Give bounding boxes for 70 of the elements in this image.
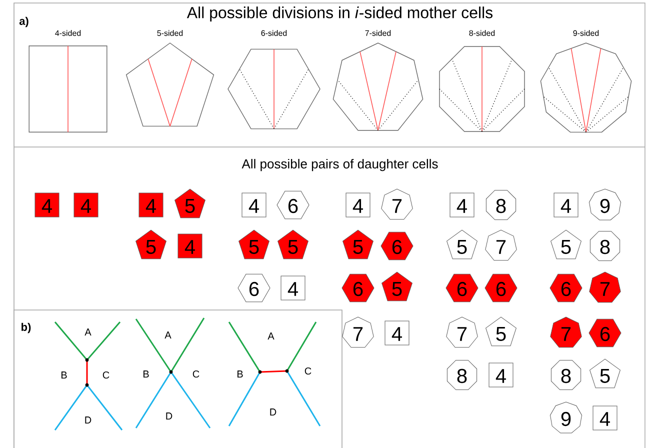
daughter-cell: 5 — [174, 188, 206, 218]
cell-caption: 5-sided — [157, 30, 183, 36]
daughter-cell: 5 — [238, 230, 270, 260]
daughter-cell: 5 — [136, 230, 166, 260]
daughter-cell: 4 — [178, 234, 202, 258]
title: All possible divisions in i-sided mother cells — [186, 6, 493, 22]
mother-cell-drawing — [126, 42, 214, 127]
label: A — [268, 332, 274, 340]
daughter-cell: 7 — [381, 188, 413, 220]
daughter-cell: 5 — [590, 358, 620, 388]
daughter-cell: 5 — [550, 230, 582, 260]
daughter-cell: 5 — [342, 230, 374, 260]
daughter-cell: 6 — [484, 274, 518, 302]
daughter-cell: 8 — [550, 360, 582, 390]
daughter-cell: 6 — [550, 274, 582, 302]
label: C — [304, 367, 312, 375]
daughter-cell: 4 — [280, 276, 306, 300]
label: b) — [22, 322, 31, 334]
daughter-cell: 6 — [446, 274, 478, 302]
label: D — [270, 408, 276, 416]
label: C — [102, 371, 110, 379]
daughter-cell: 8 — [590, 230, 620, 262]
daughter-cell: 4 — [34, 192, 60, 218]
label: All possible pairs of daughter cells — [242, 158, 438, 172]
daughter-cell: 7 — [485, 230, 517, 261]
cell-caption: 8-sided — [469, 30, 495, 36]
daughter-cell: 7 — [589, 272, 621, 303]
mother-cell-drawing — [540, 42, 632, 133]
daughter-cell: 5 — [278, 230, 308, 260]
cell-caption: 9-sided — [573, 30, 599, 36]
label: D — [166, 412, 172, 420]
label: B — [237, 370, 243, 378]
daughter-cell: 6 — [380, 232, 414, 260]
daughter-cell: 4 — [74, 192, 98, 218]
daughter-cell: 4 — [554, 192, 578, 218]
cell-caption: 7-sided — [365, 30, 391, 36]
daughter-cell: 7 — [446, 316, 478, 348]
label: A — [164, 332, 172, 338]
daughter-cell: 6 — [238, 274, 270, 302]
label: C — [192, 370, 200, 378]
daughter-cell: 6 — [588, 318, 622, 348]
daughter-cell: 4 — [242, 192, 266, 218]
mother-cell-drawing — [28, 46, 108, 132]
daughter-cell: 4 — [450, 192, 474, 218]
daughter-cell: 4 — [488, 362, 514, 388]
daughter-cell: 4 — [346, 192, 370, 218]
cell-caption: 4-sided — [55, 30, 81, 36]
label: a) — [19, 16, 28, 28]
daughter-cell: 8 — [486, 190, 516, 220]
daughter-cell: 9 — [550, 402, 582, 434]
mother-cell-drawing — [332, 42, 424, 131]
label: D — [85, 416, 92, 424]
daughter-cell: 4 — [384, 320, 410, 346]
cell-caption: 6-sided — [261, 30, 287, 36]
label: B — [143, 370, 149, 378]
daughter-cell: 8 — [446, 360, 478, 390]
label: A — [84, 328, 92, 336]
daughter-cell: 5 — [446, 230, 478, 260]
mother-cell-drawing — [439, 46, 525, 132]
daughter-cell: 5 — [382, 272, 412, 302]
daughter-cell: 4 — [138, 192, 164, 218]
daughter-cell: 7 — [550, 316, 582, 348]
daughter-cell: 7 — [342, 316, 374, 348]
daughter-cell: 4 — [592, 406, 618, 430]
daughter-cell: 9 — [588, 188, 622, 220]
daughter-cell: 6 — [342, 274, 374, 302]
daughter-cell: 5 — [486, 316, 516, 346]
label: B — [61, 372, 67, 378]
mother-cell-drawing — [228, 48, 320, 130]
daughter-cell: 6 — [276, 190, 310, 220]
